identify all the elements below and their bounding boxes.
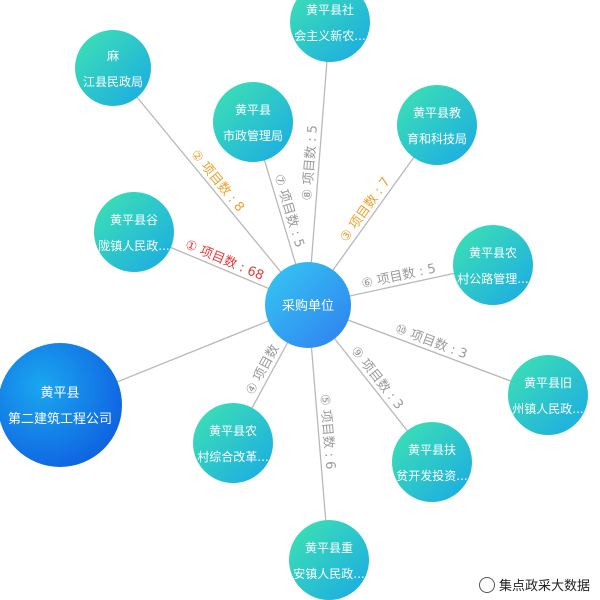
edge-line <box>307 21 331 306</box>
node-label-line1: 黄平县教 <box>413 105 461 120</box>
node-label-line1: 黄平县社 <box>306 2 354 17</box>
node-label-line2: 村公路管理... <box>457 271 528 286</box>
node-circle[interactable] <box>397 85 477 165</box>
node-n9[interactable]: 黄平县扶贫开发投资... <box>392 422 472 502</box>
node-circle[interactable] <box>94 192 174 272</box>
node-circle[interactable] <box>193 403 273 483</box>
edge-label: ④ 项目数 <box>243 342 282 397</box>
node-label-line2: 江县民政局 <box>83 75 143 89</box>
center-node-label: 采购单位 <box>282 298 334 314</box>
node-label-line2: 育和科技局 <box>407 131 467 146</box>
watermark: 集点政采大数据 <box>478 575 590 594</box>
node-label-line1: 黄平县 <box>40 386 79 401</box>
edge-label: ⑧ 项目数 : 5 <box>300 125 321 202</box>
node-label-line1: 黄平县旧 <box>524 376 572 390</box>
node-label-line1: 麻 <box>107 48 119 63</box>
node-label-line2: 贫开发投资... <box>396 468 467 483</box>
node-n8[interactable]: 黄平县社会主义新农... <box>290 0 370 62</box>
watermark-text: 集点政采大数据 <box>498 579 590 594</box>
wechat-icon <box>478 576 495 593</box>
node-label-line2: 陇镇人民政... <box>98 238 169 253</box>
node-circle[interactable] <box>0 343 122 467</box>
node-circle[interactable] <box>453 225 533 305</box>
node-circle[interactable] <box>75 30 151 106</box>
node-label-line1: 黄平县农 <box>209 424 257 438</box>
center-node[interactable]: 采购单位 <box>265 262 351 348</box>
edge-label: ⑥ 项目数 : 5 <box>360 261 437 292</box>
node-label-line1: 黄平县重 <box>305 541 353 555</box>
node-label-line1: 黄平县谷 <box>110 213 158 227</box>
node-n5[interactable]: 黄平县重安镇人民政... <box>289 520 369 600</box>
node-label-line2: 安镇人民政... <box>293 566 364 581</box>
node-label-line1: 黄平县农 <box>469 246 517 260</box>
node-label-line2: 第二建筑工程公司 <box>8 411 112 427</box>
edge-label: ① 项目数 : 68 <box>183 238 266 284</box>
center-node-circle[interactable] <box>265 262 351 348</box>
edge-label: ⑤ 项目数 : 6 <box>316 393 337 470</box>
node-label-line2: 村综合改革... <box>197 449 268 464</box>
node-label-line2: 会主义新农... <box>294 28 365 43</box>
node-n6[interactable]: 黄平县农村公路管理... <box>453 225 533 305</box>
node-label-line1: 黄平县扶 <box>408 442 456 457</box>
node-label-line1: 黄平县 <box>235 103 271 117</box>
node-n1[interactable]: 黄平县谷陇镇人民政... <box>94 192 174 272</box>
node-circle[interactable] <box>392 422 472 502</box>
edge-label: ③ 项目数 : 7 <box>337 175 393 245</box>
node-n10[interactable]: 黄平县旧州镇人民政... <box>508 355 588 435</box>
node-circle[interactable] <box>289 520 369 600</box>
node-n4[interactable]: 黄平县农村综合改革... <box>193 403 273 483</box>
node-circle[interactable] <box>508 355 588 435</box>
edge-label: ⑨ 项目数 : 3 <box>347 344 406 413</box>
edge-label: ⑩ 项目数 : 3 <box>393 322 469 363</box>
node-label-line2: 州镇人民政... <box>512 402 583 416</box>
node-label-line2: 市政管理局 <box>223 128 283 143</box>
node-circle[interactable] <box>290 0 370 62</box>
node-circle[interactable] <box>213 82 293 162</box>
edge-line <box>112 67 309 306</box>
